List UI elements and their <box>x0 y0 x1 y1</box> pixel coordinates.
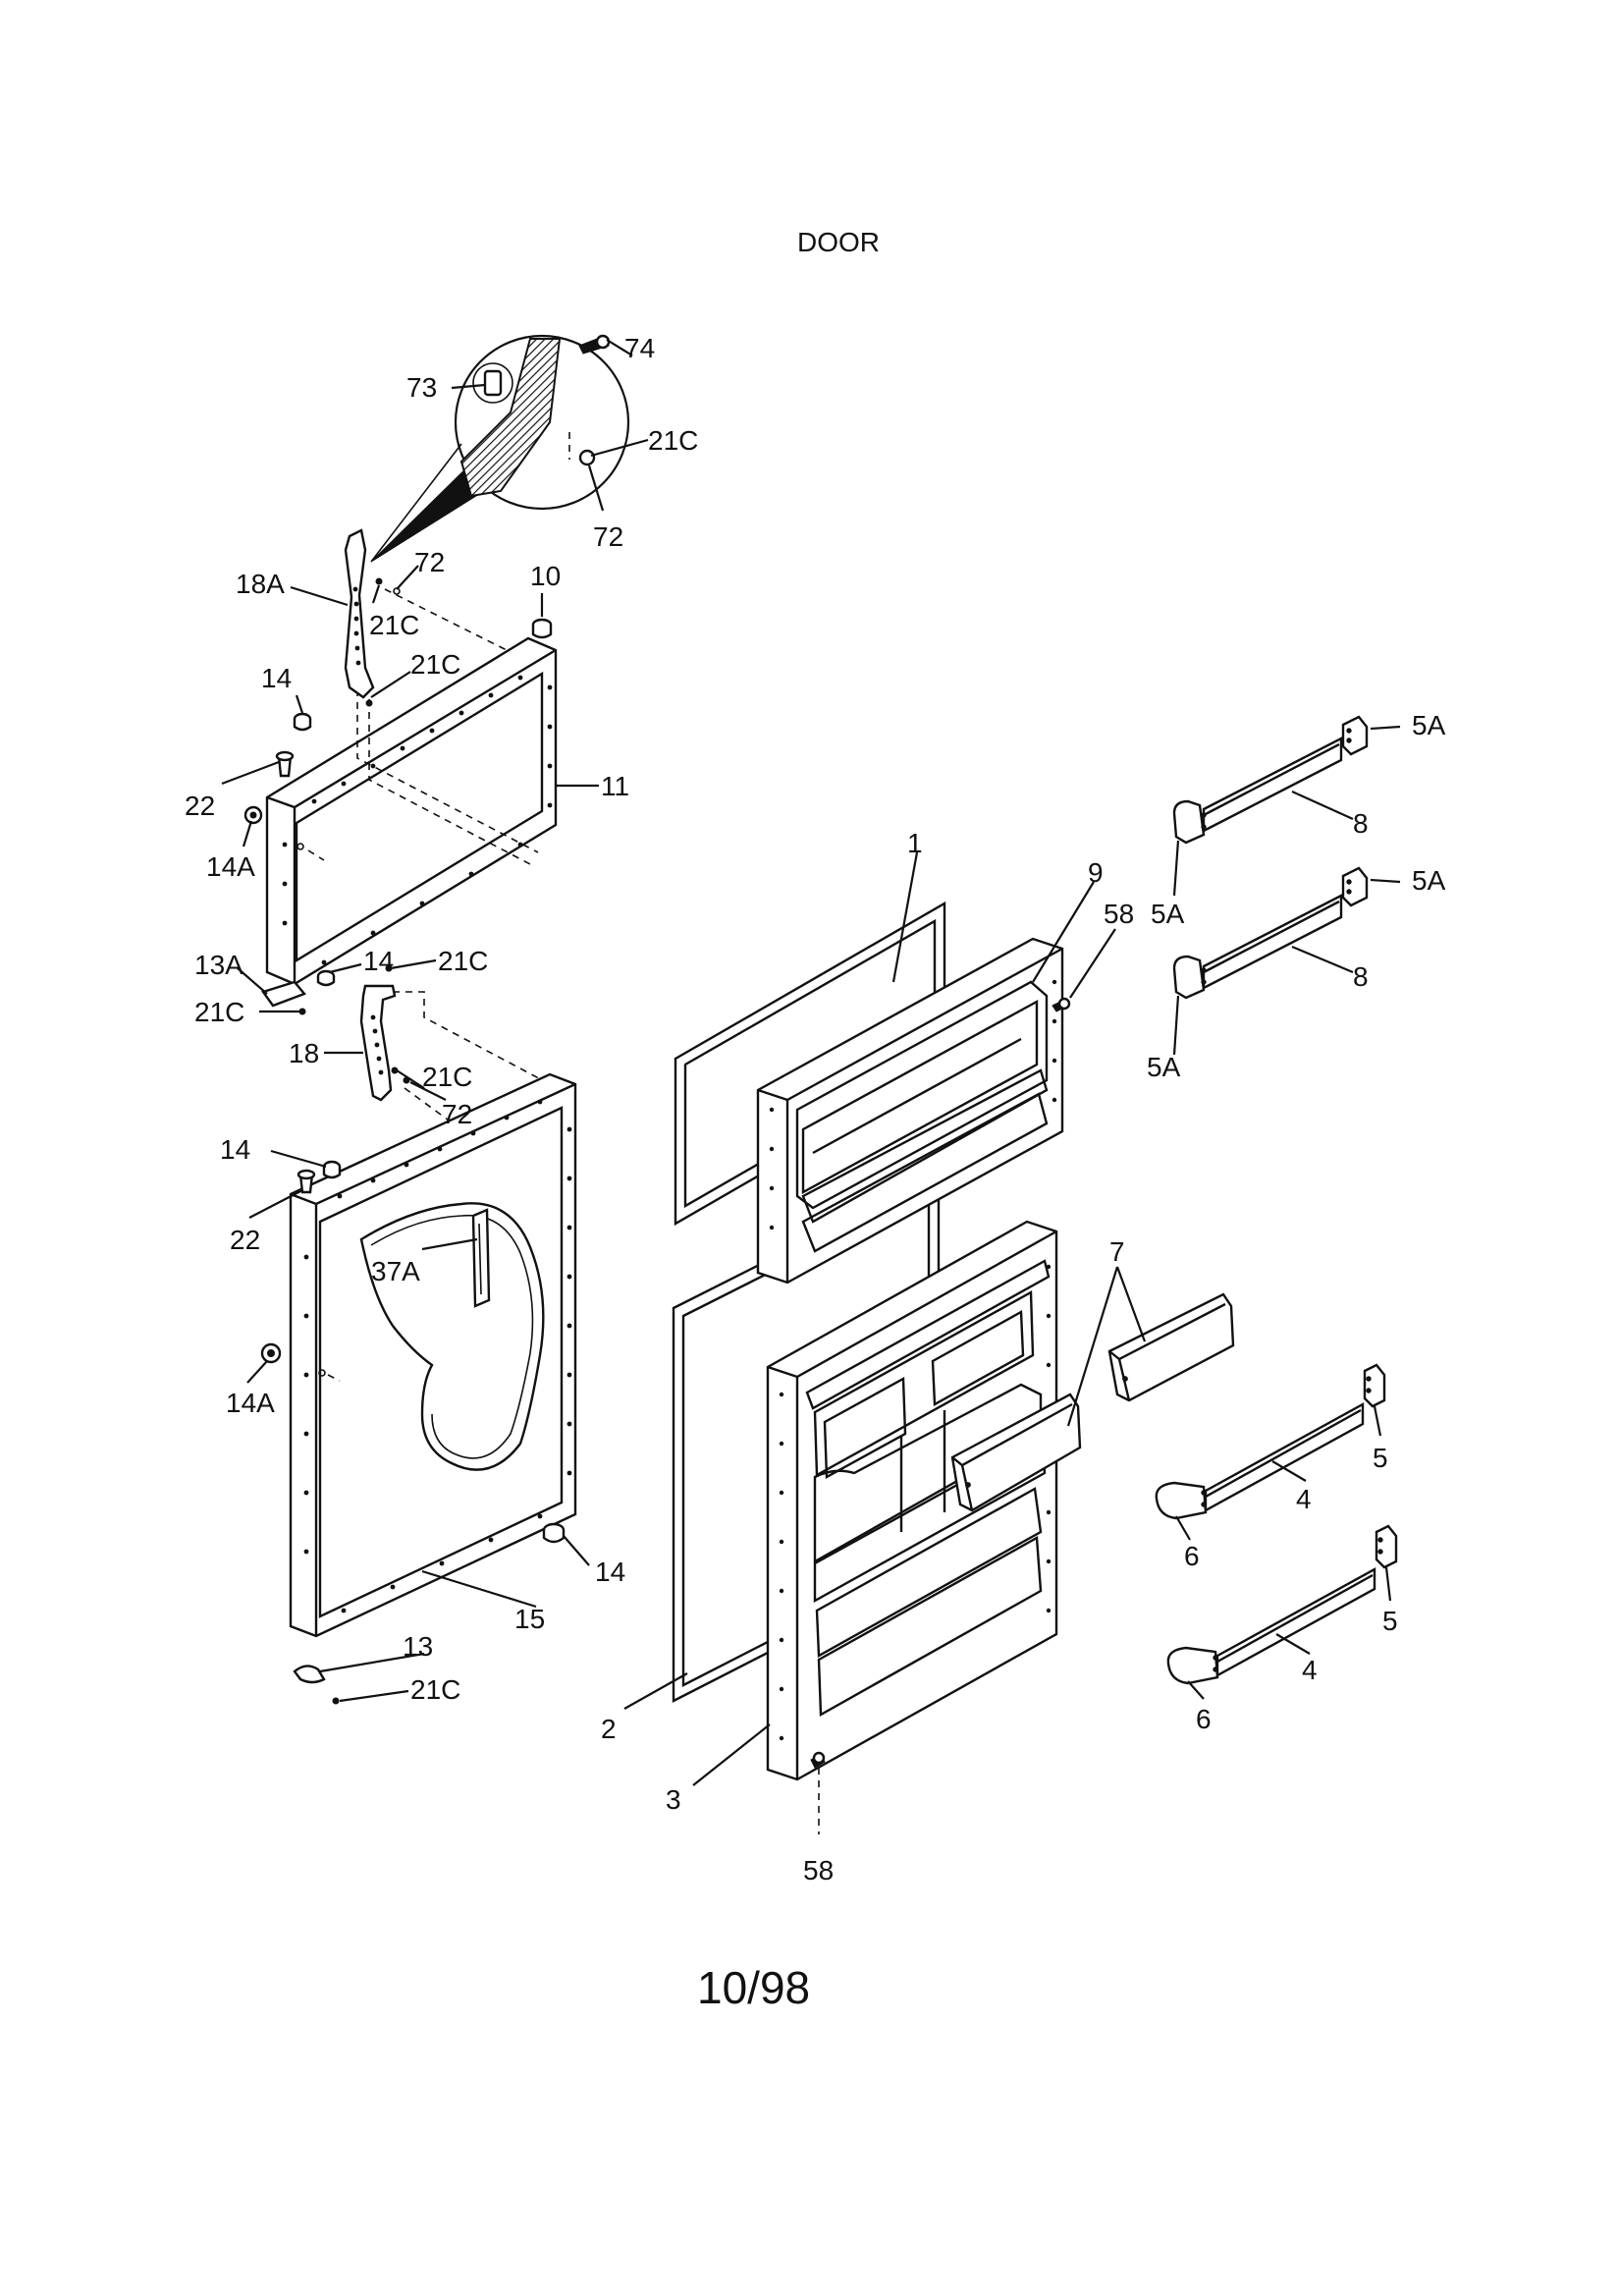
part-18-middle-hinge <box>359 964 410 1102</box>
callout-72: 72 <box>442 1099 472 1129</box>
part-18a-upper-hinge <box>344 528 401 707</box>
part-13a-bracket <box>261 980 307 1015</box>
callout-18a: 18A <box>236 569 285 599</box>
callout-labels: 73 74 21C 72 18A 72 21C 10 21C 14 22 14A… <box>185 333 1446 1886</box>
callout-37a: 37A <box>371 1256 420 1286</box>
part-5-cap-upper <box>1363 1363 1386 1408</box>
callout-5a: 5A <box>1412 710 1446 740</box>
callout-74: 74 <box>624 333 655 363</box>
callout-72: 72 <box>593 521 623 552</box>
part-8-trim-upper <box>1202 737 1343 833</box>
callout-13a: 13A <box>194 950 243 980</box>
part-9-freezer-door-liner <box>756 937 1064 1285</box>
part-14a-bearing-lower <box>260 1342 282 1364</box>
part-5a-cap-lower-right <box>1341 866 1369 907</box>
callout-5a: 5A <box>1151 899 1185 929</box>
callout-2: 2 <box>601 1714 617 1744</box>
callout-10: 10 <box>530 561 561 591</box>
callout-4: 4 <box>1302 1655 1318 1685</box>
callout-8: 8 <box>1353 961 1369 992</box>
callout-21c: 21C <box>648 425 698 456</box>
part-37a-strap <box>471 1208 491 1308</box>
part-6-end-cap-lower <box>1166 1646 1219 1685</box>
part-4-trim-lower <box>1215 1566 1376 1678</box>
callout-21c: 21C <box>410 1674 460 1705</box>
hinge-detail-magnifier <box>370 334 630 563</box>
callout-22: 22 <box>185 791 215 821</box>
callout-6: 6 <box>1184 1541 1200 1571</box>
part-11-freezer-door-frame <box>265 636 558 986</box>
callout-58: 58 <box>803 1855 834 1886</box>
part-58-screw-bottom <box>810 1751 826 1834</box>
callout-14: 14 <box>595 1557 625 1587</box>
callout-14: 14 <box>220 1134 250 1165</box>
part-22-bushing-upper <box>275 750 295 778</box>
part-5-cap-lower <box>1375 1524 1398 1569</box>
callout-5a: 5A <box>1412 865 1446 896</box>
callout-1: 1 <box>907 828 923 858</box>
callout-14a: 14A <box>226 1388 275 1418</box>
part-10-cap <box>531 618 553 639</box>
callout-9: 9 <box>1088 857 1104 888</box>
part-4-trim-upper <box>1204 1401 1365 1513</box>
callout-7: 7 <box>1109 1236 1125 1267</box>
callout-14: 14 <box>261 663 292 693</box>
part-14a-bearing-upper <box>243 805 263 825</box>
part-5a-cap-upper-left <box>1172 799 1207 845</box>
callout-58: 58 <box>1104 899 1134 929</box>
leader-lines <box>221 339 1401 1786</box>
part-74-screw <box>578 334 611 355</box>
part-8-trim-lower <box>1202 894 1343 990</box>
part-21c-detail-screw <box>578 449 596 466</box>
part-3-fresh-food-door-liner <box>766 1220 1058 1781</box>
part-14-plug-upper <box>293 712 312 732</box>
callout-11: 11 <box>601 771 629 801</box>
part-14-plug-lower-left <box>322 1160 342 1179</box>
part-13-bottom-hinge <box>293 1665 340 1705</box>
callout-22: 22 <box>230 1225 260 1255</box>
part-58-screw-top <box>1052 997 1071 1012</box>
part-5a-cap-lower-left <box>1172 955 1207 1000</box>
callout-21c: 21C <box>369 610 419 640</box>
callout-21c: 21C <box>410 649 460 680</box>
callout-5: 5 <box>1382 1606 1398 1636</box>
callout-21c: 21C <box>438 946 488 976</box>
callout-18: 18 <box>289 1038 319 1068</box>
part-15-fresh-food-door-frame <box>289 1072 577 1638</box>
callout-5a: 5A <box>1147 1052 1181 1082</box>
part-5a-cap-upper-right <box>1341 715 1369 756</box>
callout-8: 8 <box>1353 808 1369 839</box>
part-6-end-cap-upper <box>1155 1481 1208 1520</box>
callout-73: 73 <box>406 372 437 403</box>
part-14-plug-bottom <box>542 1522 566 1544</box>
callout-14a: 14A <box>206 851 255 882</box>
callout-4: 4 <box>1296 1484 1312 1514</box>
part-7-bin-cover-upper <box>1107 1292 1235 1402</box>
callout-14: 14 <box>363 946 394 976</box>
callout-3: 3 <box>666 1784 681 1815</box>
part-73-clip <box>483 369 503 397</box>
callout-21c: 21C <box>422 1062 472 1092</box>
callout-6: 6 <box>1196 1704 1212 1734</box>
diagram-title: DOOR <box>797 227 880 257</box>
callout-13: 13 <box>403 1631 433 1662</box>
callout-72: 72 <box>414 547 445 577</box>
date-code: 10/98 <box>697 1962 810 2013</box>
part-7-bin-cover-lower <box>950 1393 1082 1512</box>
callout-21c: 21C <box>194 997 244 1027</box>
callout-15: 15 <box>514 1604 545 1634</box>
part-22-bushing-lower <box>297 1169 316 1194</box>
part-14-plug-mid <box>316 969 336 987</box>
callout-5: 5 <box>1373 1443 1388 1473</box>
